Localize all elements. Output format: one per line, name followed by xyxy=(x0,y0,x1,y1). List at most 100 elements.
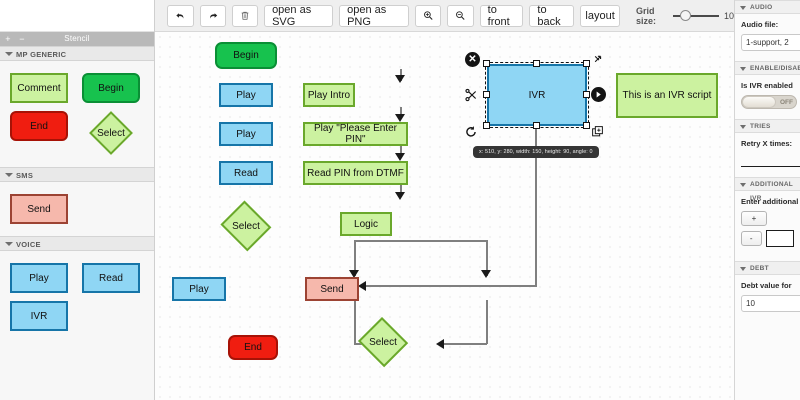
toggle-knob xyxy=(742,96,776,108)
stencil-shape-send[interactable]: Send xyxy=(10,194,68,224)
stencil-shape-comment[interactable]: Comment xyxy=(10,73,68,103)
additional-ivr-remove-row: - xyxy=(741,230,794,247)
rotate-icon[interactable] xyxy=(462,123,479,140)
zoom-in-icon xyxy=(423,11,433,20)
inspector-section-label: AUDIO xyxy=(750,4,773,11)
audio-file-input[interactable]: 1-support, 2 xyxy=(741,34,800,51)
node-select-2[interactable]: Select xyxy=(357,317,409,367)
clone-icon[interactable] xyxy=(589,123,606,140)
stencil-shape-play[interactable]: Play xyxy=(10,263,68,293)
node-end[interactable]: End xyxy=(228,335,278,360)
node-label: Play xyxy=(236,128,256,140)
to-front-button[interactable]: to front xyxy=(479,4,524,28)
node-play-1[interactable]: Play xyxy=(219,83,273,107)
stencil-group-label: SMS xyxy=(16,171,34,180)
resize-handle-top-left[interactable] xyxy=(483,60,490,67)
inspector-section-audio[interactable]: AUDIO xyxy=(735,0,800,14)
node-play-2[interactable]: Play xyxy=(219,122,273,146)
resize-handle-top-right[interactable] xyxy=(583,60,590,67)
node-label: IVR xyxy=(528,89,546,101)
node-label: Read PIN from DTMF xyxy=(307,167,404,179)
node-begin[interactable]: Begin xyxy=(215,42,277,69)
undo-button[interactable] xyxy=(167,4,194,27)
redo-button[interactable] xyxy=(199,4,227,27)
zoom-in-button[interactable] xyxy=(414,4,442,27)
remove-row-button[interactable]: - xyxy=(741,231,762,246)
node-ivr-script-comment[interactable]: This is an IVR script xyxy=(616,73,718,118)
stencil-shape-end[interactable]: End xyxy=(10,111,68,141)
audio-file-label: Audio file: xyxy=(741,20,779,29)
edge-select-right-h xyxy=(400,240,487,242)
resize-handle-middle-left[interactable] xyxy=(483,91,490,98)
edge-select-left-h xyxy=(354,240,404,242)
node-read[interactable]: Read xyxy=(219,161,273,185)
stencil-shape-ivr[interactable]: IVR xyxy=(10,301,68,331)
toolbar: open as SVG open as PNG to front to back… xyxy=(155,0,734,32)
stencil-remove-button[interactable]: − xyxy=(19,34,25,44)
stencil-row: IVR xyxy=(0,297,154,335)
arrowhead-down xyxy=(349,270,359,278)
retry-times-input[interactable] xyxy=(741,153,800,167)
node-logic-comment[interactable]: Logic xyxy=(340,212,392,236)
node-send[interactable]: Send xyxy=(305,277,359,301)
stencil-shape-label: IVR xyxy=(30,310,48,322)
stencil-group-sms[interactable]: SMS xyxy=(0,167,154,182)
stencil-group-mp-generic[interactable]: MP GENERIC xyxy=(0,46,154,61)
resize-handle-bottom-center[interactable] xyxy=(533,122,540,129)
is-ivr-enabled-toggle[interactable]: OFF xyxy=(741,95,797,109)
edge-select-right-v xyxy=(486,240,488,276)
diagram-canvas[interactable]: Begin Play Play Read Play Intro Play "Pl… xyxy=(155,32,734,400)
inspector-body-audio: Audio file: 1-support, 2 xyxy=(735,14,800,61)
fork-icon[interactable] xyxy=(591,50,608,67)
inspector-section-tries[interactable]: TRIES xyxy=(735,119,800,133)
node-play-pin-comment[interactable]: Play "Please Enter PIN" xyxy=(303,122,408,146)
grid-size-label: Grid size: xyxy=(635,5,656,26)
grid-size-value: 10 xyxy=(723,10,734,21)
stencil-shape-select[interactable]: Select xyxy=(82,111,140,155)
stencil-shape-read[interactable]: Read xyxy=(82,263,140,293)
add-row-button[interactable]: + xyxy=(741,211,767,226)
edge-select-left-v xyxy=(354,240,356,276)
stencil-add-button[interactable]: + xyxy=(5,34,11,44)
node-label: Select xyxy=(232,220,260,232)
unlink-icon[interactable] xyxy=(462,86,479,103)
resize-handle-middle-right[interactable] xyxy=(583,91,590,98)
edge-send-end-v xyxy=(486,300,488,344)
to-back-button[interactable]: to back xyxy=(529,4,575,28)
node-label: Play xyxy=(189,283,209,295)
stencil-shape-label: Select xyxy=(97,127,125,139)
stencil-panel: + − Stencil MP GENERIC Comment Begin End xyxy=(0,0,155,400)
grid-size-control: Grid size: 10 xyxy=(636,6,734,26)
node-play-intro-comment[interactable]: Play Intro xyxy=(303,83,355,107)
node-select-1[interactable]: Select xyxy=(219,200,273,252)
stencil-shape-label: Read xyxy=(99,272,123,284)
resize-handle-top-center[interactable] xyxy=(533,60,540,67)
open-as-png-button[interactable]: open as PNG xyxy=(339,4,409,28)
node-play-3[interactable]: Play xyxy=(172,277,226,301)
inspector-section-additional-ivr[interactable]: ADDITIONAL IVR xyxy=(735,177,800,202)
debt-value-input[interactable]: 10 xyxy=(741,295,800,312)
open-as-svg-button[interactable]: open as SVG xyxy=(264,4,334,28)
layout-button[interactable]: layout xyxy=(580,4,620,27)
delete-button[interactable] xyxy=(232,4,259,27)
additional-ivr-input[interactable] xyxy=(765,230,794,247)
stencil-group-voice[interactable]: VOICE xyxy=(0,236,154,251)
inspector-section-label: TRIES xyxy=(750,123,771,130)
node-label: Logic xyxy=(354,218,378,230)
link-icon[interactable] xyxy=(591,87,606,102)
resize-handle-bottom-left[interactable] xyxy=(483,122,490,129)
inspector-section-debt[interactable]: DEBT xyxy=(735,261,800,275)
toggle-state-label: OFF xyxy=(780,98,793,106)
stencil-header: + − Stencil xyxy=(0,32,154,46)
inspector-section-enable-disable[interactable]: ENABLE/DISABLE xyxy=(735,61,800,75)
chevron-down-icon xyxy=(740,267,746,271)
node-read-dtmf-comment[interactable]: Read PIN from DTMF xyxy=(303,161,408,185)
resize-handle-bottom-right[interactable] xyxy=(583,122,590,129)
editor-center: open as SVG open as PNG to front to back… xyxy=(155,0,734,400)
zoom-out-button[interactable] xyxy=(447,4,474,27)
arrowhead-down xyxy=(481,270,491,278)
grid-size-slider[interactable] xyxy=(673,10,719,22)
stencil-shape-begin[interactable]: Begin xyxy=(82,73,140,103)
remove-icon[interactable]: ✕ xyxy=(465,52,480,67)
slider-knob[interactable] xyxy=(680,10,692,21)
